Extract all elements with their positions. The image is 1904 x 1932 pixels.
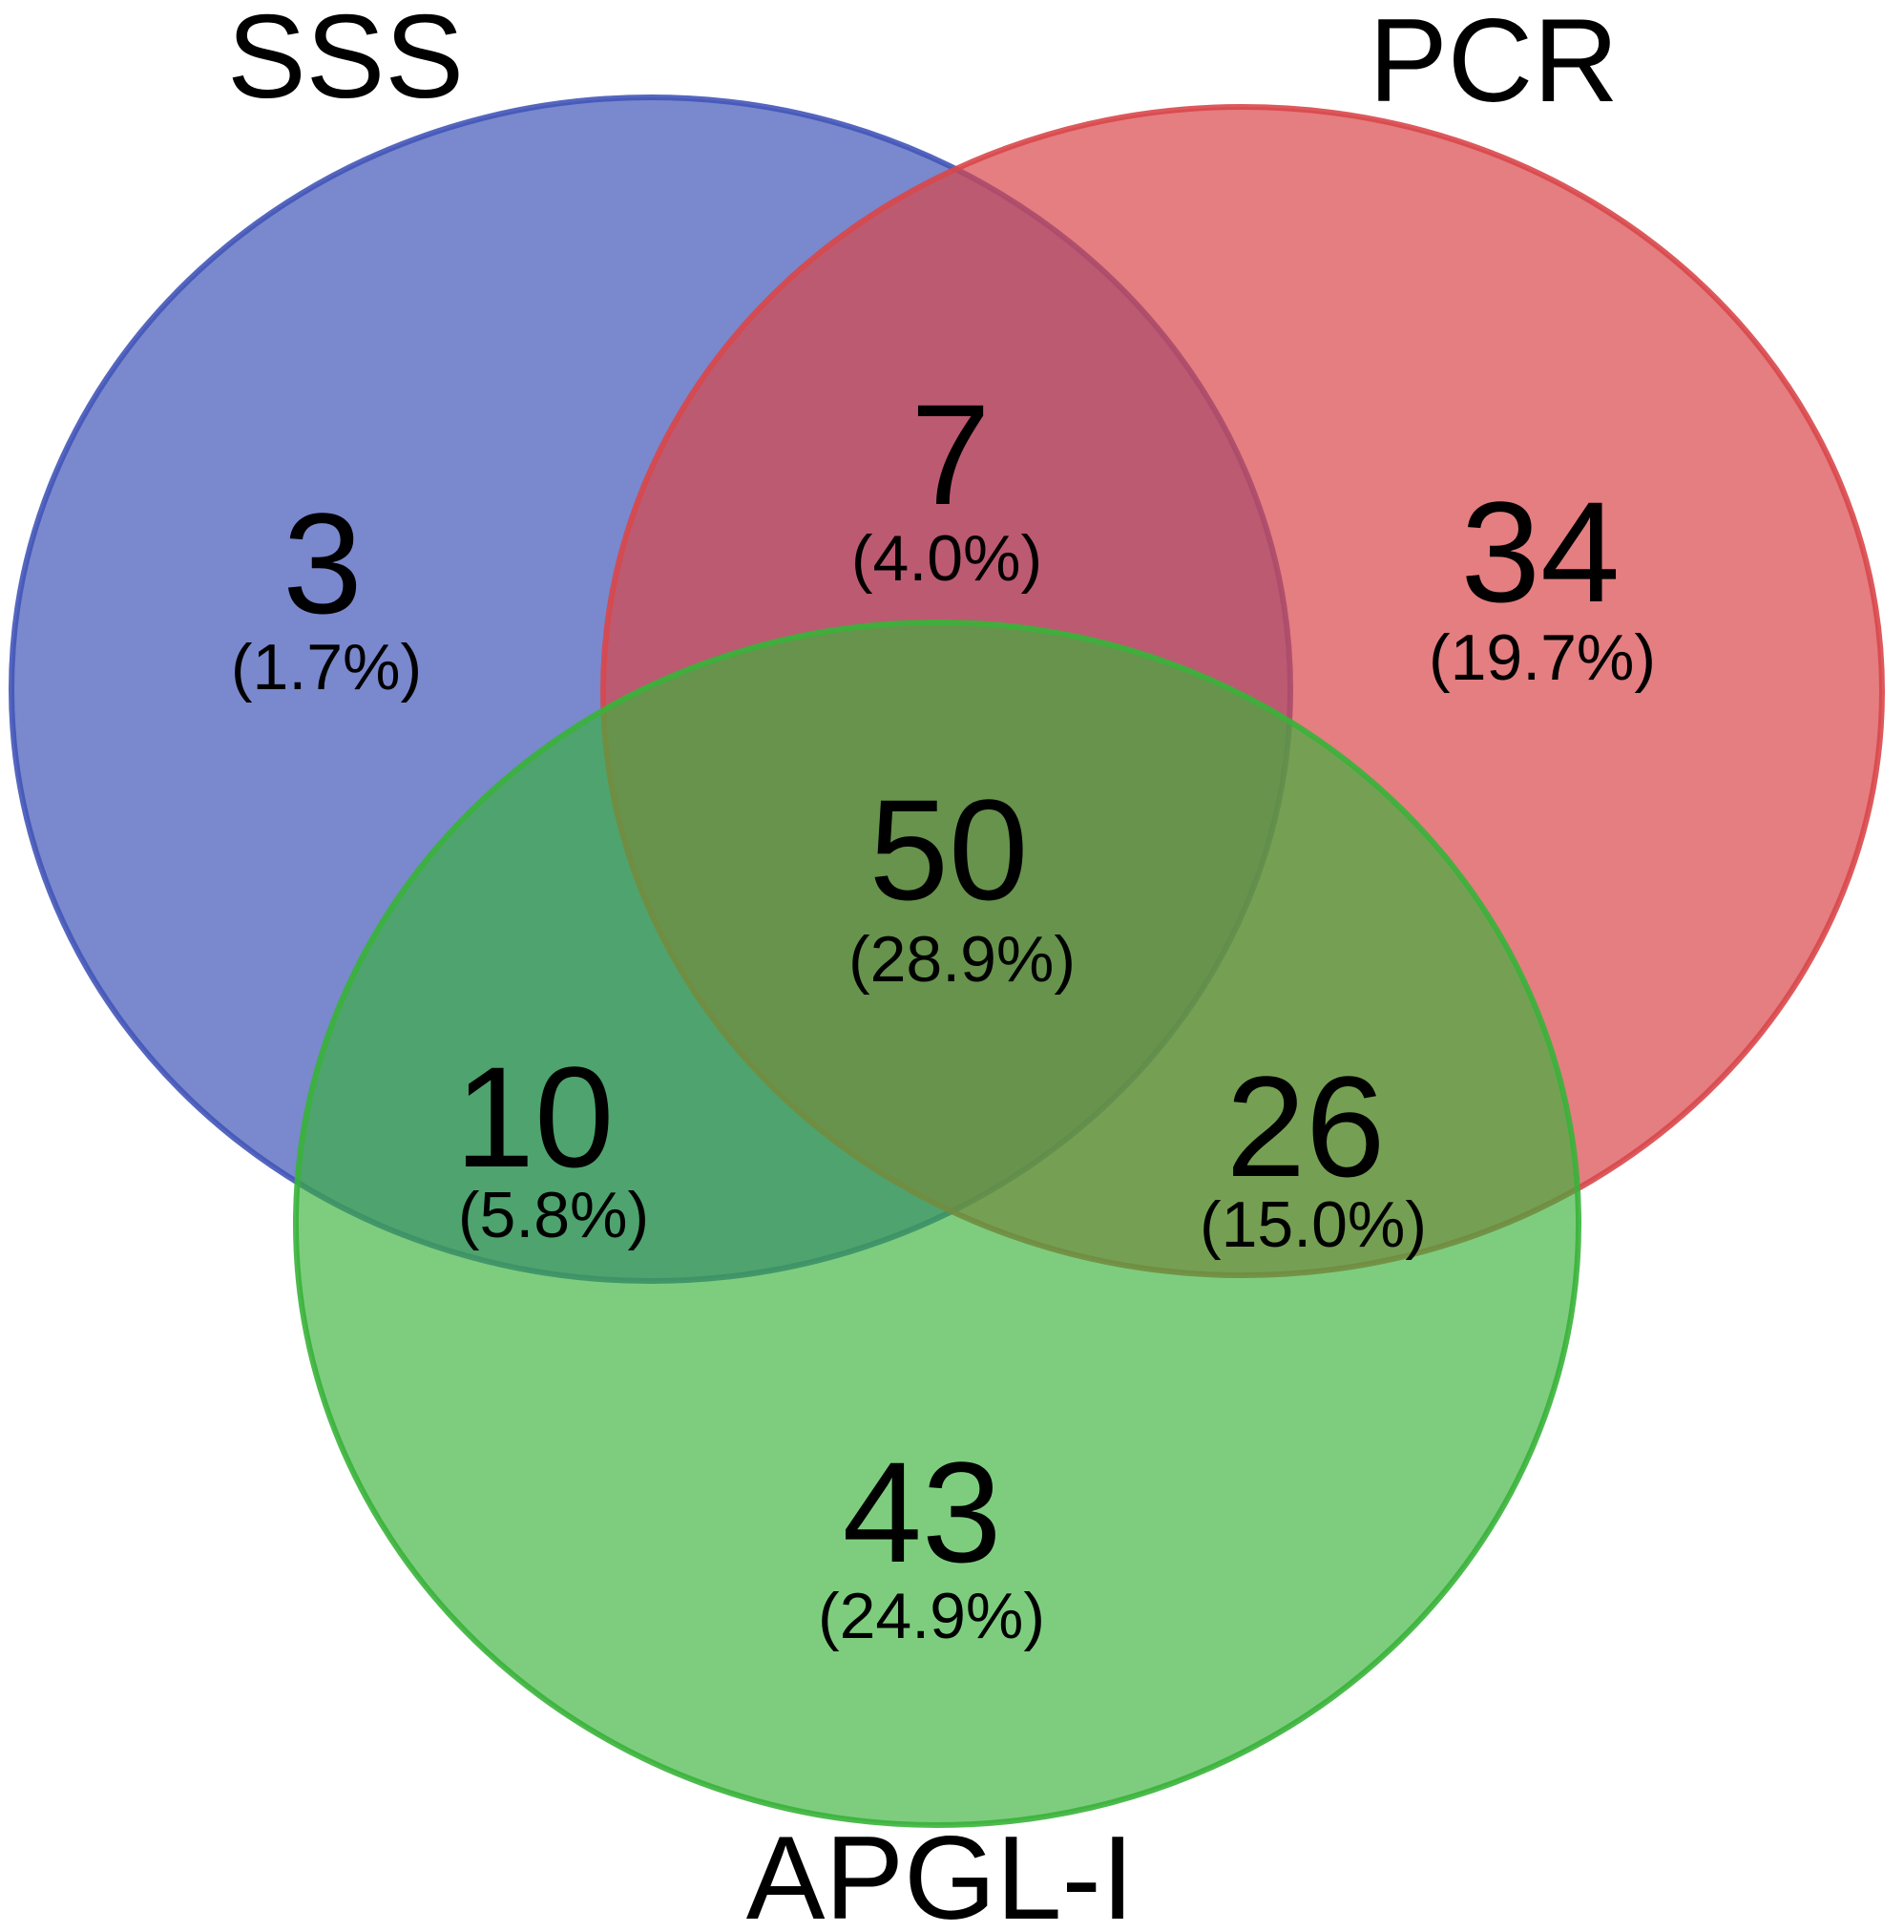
apgl-i-set-label: APGL-I [746,1813,1135,1932]
apgl-only-count: 43 [843,1432,1002,1592]
sss-apgl-percent: (5.8%) [458,1179,649,1251]
apgl-only-percent: (24.9%) [818,1580,1045,1652]
pcr-set-label: PCR [1369,0,1619,127]
sss-set-label: SSS [227,0,464,123]
all-three-percent: (28.9%) [848,923,1076,996]
pcr-apgl-percent: (15.0%) [1200,1188,1427,1261]
sss-only-count: 3 [282,483,362,643]
sss-apgl-count: 10 [455,1037,615,1197]
pcr-only-count: 34 [1461,472,1621,632]
sss-pcr-count: 7 [910,374,990,535]
pcr-apgl-count: 26 [1226,1046,1386,1207]
sss-only-percent: (1.7%) [231,631,422,704]
apgl-i-set-circle [293,620,1581,1828]
sss-pcr-percent: (4.0%) [851,522,1042,595]
all-three-count: 50 [869,769,1029,930]
pcr-only-percent: (19.7%) [1429,621,1656,694]
